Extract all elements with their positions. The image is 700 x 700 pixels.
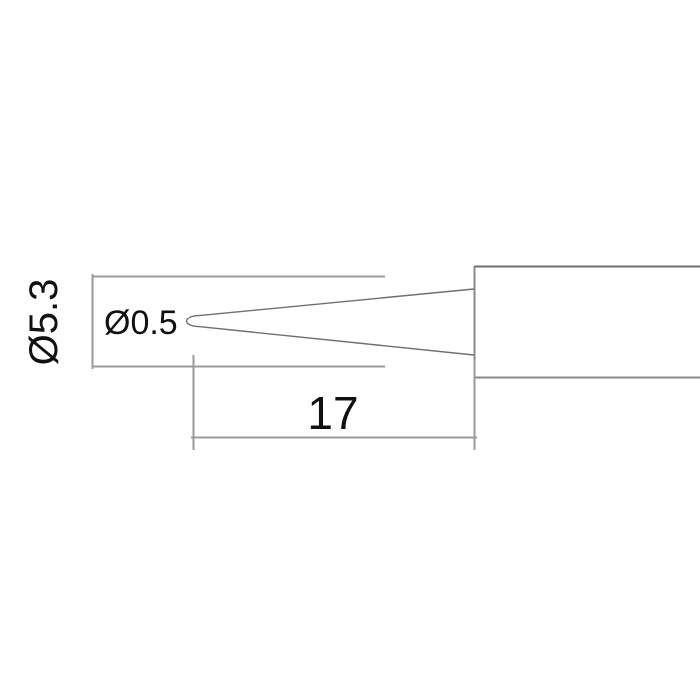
taper-lower-flank-line: [198, 325, 475, 356]
part-barrel-outline: [473, 265, 700, 379]
tip-round-end-path: [185, 314, 200, 328]
dimension-label-diameter-5-3: Ø5.3: [22, 279, 66, 366]
dimension-label-diameter-0-5: Ø0.5: [104, 304, 178, 342]
dimension-diameter-5-3-group: [91, 274, 385, 369]
dim-17-text: 17: [307, 387, 358, 439]
dimension-label-length-17: 17: [307, 387, 358, 439]
dim-0-5-text: Ø0.5: [104, 304, 178, 342]
dim-5-3-text: Ø5.3: [22, 279, 66, 366]
taper-upper-flank-line: [198, 288, 475, 317]
dimension-length-17-group: [191, 355, 477, 450]
part-taper-outline: [185, 288, 475, 356]
